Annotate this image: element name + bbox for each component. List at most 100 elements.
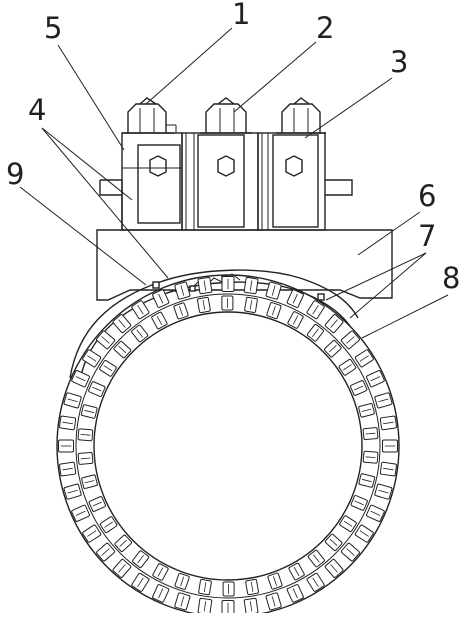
chain-link-pin (101, 548, 110, 556)
chain-link-pin (271, 305, 276, 316)
chain-link-pin (292, 293, 298, 304)
hex-nut-right (285, 155, 303, 177)
ring-chain-links (58, 276, 398, 616)
chain-link-pin (118, 346, 127, 354)
chain-link-pin (87, 355, 97, 362)
chain-link-pin (75, 376, 86, 382)
bolt-head-left (122, 97, 177, 134)
chain-link-pin (202, 300, 206, 310)
callout-8: 8 (442, 261, 460, 295)
chain-link-pin (249, 299, 253, 310)
chain-link-pin (365, 456, 376, 458)
callout-1: 1 (232, 0, 250, 31)
chain-link-pin (118, 319, 126, 328)
chain-link-pin (119, 539, 128, 547)
chain-link-pin (104, 521, 113, 528)
chain-link-pin (329, 538, 338, 546)
chain-link-pin (137, 305, 144, 315)
chain-link-pin (203, 582, 207, 593)
chain-link-pin (249, 601, 253, 612)
callout-6: 6 (418, 179, 436, 213)
chain-link-pin (80, 434, 91, 436)
callout-4: 4 (28, 93, 46, 127)
callout-5: 5 (44, 11, 62, 45)
bolt-head-right (276, 97, 326, 134)
chain-link-pin (157, 567, 164, 577)
chain-link-pin (312, 554, 320, 563)
chain-link-pin (158, 293, 164, 304)
chain-link-pin (292, 315, 299, 325)
leader-9 (19, 186, 147, 286)
left-block-inner (137, 144, 181, 224)
leader-5 (57, 44, 125, 151)
chain-link-pin (312, 328, 319, 337)
chain-link-pin (203, 601, 207, 612)
callout-3: 3 (390, 45, 408, 79)
chain-link-pin (67, 489, 78, 494)
middle-block-inner (197, 134, 245, 228)
chain-link-pin (92, 501, 102, 507)
middle-block (181, 132, 259, 231)
chain-link-pin (62, 421, 73, 425)
clamp-strap-outer (69, 269, 359, 379)
ring-inner-edge (93, 311, 363, 581)
chain-link-pin (343, 520, 353, 527)
chain-link-pin (383, 467, 394, 471)
chain-link-pin (293, 567, 300, 576)
chain-link-pin (271, 596, 276, 607)
ring-outer-edge (56, 274, 400, 618)
chain-link-pin (330, 319, 338, 328)
right-block-inner (272, 134, 319, 228)
chain-link-pin (343, 364, 352, 371)
left-block (121, 132, 183, 231)
chain-link-pin (354, 500, 364, 506)
housing-body (96, 229, 393, 301)
chain-link-pin (137, 555, 144, 564)
callout-2: 2 (316, 11, 334, 45)
chain-link-pin (370, 376, 381, 382)
base-flange (99, 179, 123, 230)
chain-link-pin (359, 355, 369, 362)
base-flange-right (325, 179, 353, 196)
leader-2 (233, 41, 317, 113)
chain-link-pin (180, 596, 185, 607)
chain-link-pin (103, 365, 113, 372)
chain-link-pin (180, 285, 185, 296)
chain-link-pin (180, 576, 185, 587)
chain-link-pin (118, 564, 126, 573)
chain-link-pin (330, 564, 338, 573)
chain-link-pin (84, 409, 95, 414)
chain-link-pin (273, 576, 277, 586)
chain-link-pin (158, 588, 164, 599)
hex-nut-left (149, 155, 167, 177)
chain-link-pin (383, 421, 394, 425)
callout-7: 7 (418, 219, 436, 253)
chain-link-pin (378, 489, 389, 494)
chain-link-pin (354, 385, 364, 391)
leader-3 (304, 77, 393, 139)
bolt-head-middle (200, 97, 252, 134)
chain-link-pin (312, 577, 319, 587)
chain-link-pin (292, 588, 298, 599)
leader-4b (41, 127, 169, 279)
chain-link-pin (361, 408, 372, 412)
callout-9: 9 (6, 157, 24, 191)
chain-link-pin (249, 280, 253, 291)
chain-link-pin (370, 510, 381, 516)
chain-link-pin (271, 285, 276, 296)
chain-link-pin (80, 457, 91, 460)
chain-link-pin (361, 478, 372, 483)
chain-link-pin (156, 316, 163, 325)
leader-7a (325, 252, 427, 301)
chain-link-pin (101, 336, 110, 344)
chain-link-pin (75, 510, 86, 516)
chain-link-pin (203, 280, 207, 291)
leader-8 (361, 294, 449, 339)
chain-link-pin (365, 432, 376, 435)
chain-link-pin (92, 386, 102, 392)
chain-link-pin (179, 306, 183, 316)
chain-link-pin (312, 305, 319, 315)
leader-4a (41, 127, 133, 201)
